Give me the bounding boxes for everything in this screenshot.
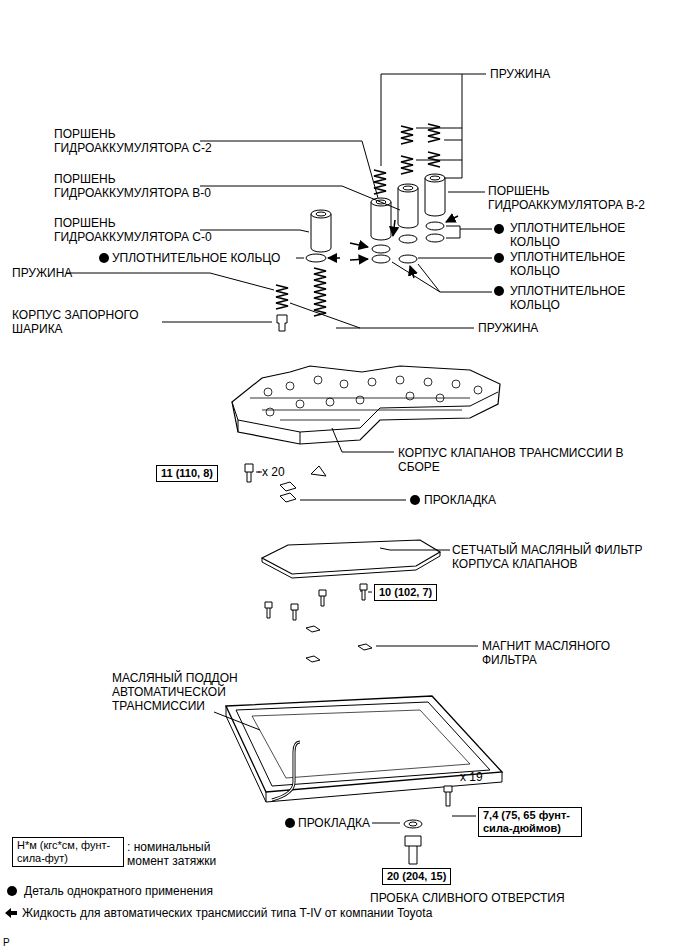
o-ring-label: УПЛОТНИТЕЛЬНОЕ КОЛЬЦО xyxy=(510,250,660,278)
torque-value: 20 (204, 15) xyxy=(387,870,446,883)
legend-row: Деталь однократного применения xyxy=(6,884,213,898)
o-ring-label: УПЛОТНИТЕЛЬНОЕ КОЛЬЦО xyxy=(510,221,660,249)
torque-box: 7,4 (75, 65 фунт-сила-дюймов) xyxy=(478,807,582,837)
quantity-label: x 19 xyxy=(460,770,483,784)
gasket-label: ПРОКЛАДКА xyxy=(424,493,496,507)
magnet-label: МАГНИТ МАСЛЯНОГО ФИЛЬТРА xyxy=(482,639,662,667)
legend-note: : номинальный момент затяжки xyxy=(127,840,237,868)
torque-box: 10 (102, 7) xyxy=(374,584,437,601)
torque-value: 7,4 (75, 65 фунт-сила-дюймов) xyxy=(483,809,577,835)
single-use-dot xyxy=(6,885,20,897)
o-ring-label: УПЛОТНИТЕЛЬНОЕ КОЛЬЦО xyxy=(112,251,280,265)
filter-label: СЕТЧАТЫЙ МАСЛЯНЫЙ ФИЛЬТР КОРПУСА КЛАПАНО… xyxy=(452,543,682,571)
drain-plug-label: ПРОБКА СЛИВНОГО ОТВЕРСТИЯ xyxy=(370,891,565,905)
spring-label: ПРУЖИНА xyxy=(12,266,72,280)
legend-row: Жидкость для автоматических трансмиссий … xyxy=(4,906,432,920)
spring-label: ПРУЖИНА xyxy=(478,321,538,335)
check-ball-label: КОРПУС ЗАПОРНОГО ШАРИКА xyxy=(12,308,162,336)
torque-box: 11 (110, 8) xyxy=(156,465,218,482)
legend-text: Деталь однократного применения xyxy=(24,884,213,898)
page-mark: P xyxy=(3,936,10,950)
piston-label: ПОРШЕНЬ ГИДРОАККУМУЛЯТОРА C-2 xyxy=(54,127,234,155)
spring-label: ПРУЖИНА xyxy=(490,67,550,81)
valve-body-label: КОРПУС КЛАПАНОВ ТРАНСМИССИИ В СБОРЕ xyxy=(398,446,668,474)
piston-label: ПОРШЕНЬ ГИДРОАККУМУЛЯТОРА B-2 xyxy=(488,184,683,212)
o-ring-label: УПЛОТНИТЕЛЬНОЕ КОЛЬЦО xyxy=(510,284,660,312)
torque-box: 20 (204, 15) xyxy=(382,868,451,885)
piston-label: ПОРШЕНЬ ГИДРОАККУМУЛЯТОРА C-0 xyxy=(54,216,234,244)
fluid-arrow xyxy=(4,907,18,919)
gasket-label: ПРОКЛАДКА xyxy=(298,816,370,830)
torque-value: Н*м (кгс*см, фунт-сила-фут) xyxy=(17,839,119,865)
oil-pan-label: МАСЛЯНЫЙ ПОДДОН АВТОМАТИЧЕСКОЙ ТРАНСМИСС… xyxy=(112,671,262,713)
piston-label: ПОРШЕНЬ ГИДРОАККУМУЛЯТОРА B-0 xyxy=(54,172,234,200)
torque-value: 11 (110, 8) xyxy=(161,467,213,480)
legend-text: Жидкость для автоматических трансмиссий … xyxy=(22,906,432,920)
unit-box: Н*м (кгс*см, фунт-сила-фут) xyxy=(12,837,124,867)
quantity-label: x 20 xyxy=(262,465,285,479)
torque-value: 10 (102, 7) xyxy=(379,586,432,599)
